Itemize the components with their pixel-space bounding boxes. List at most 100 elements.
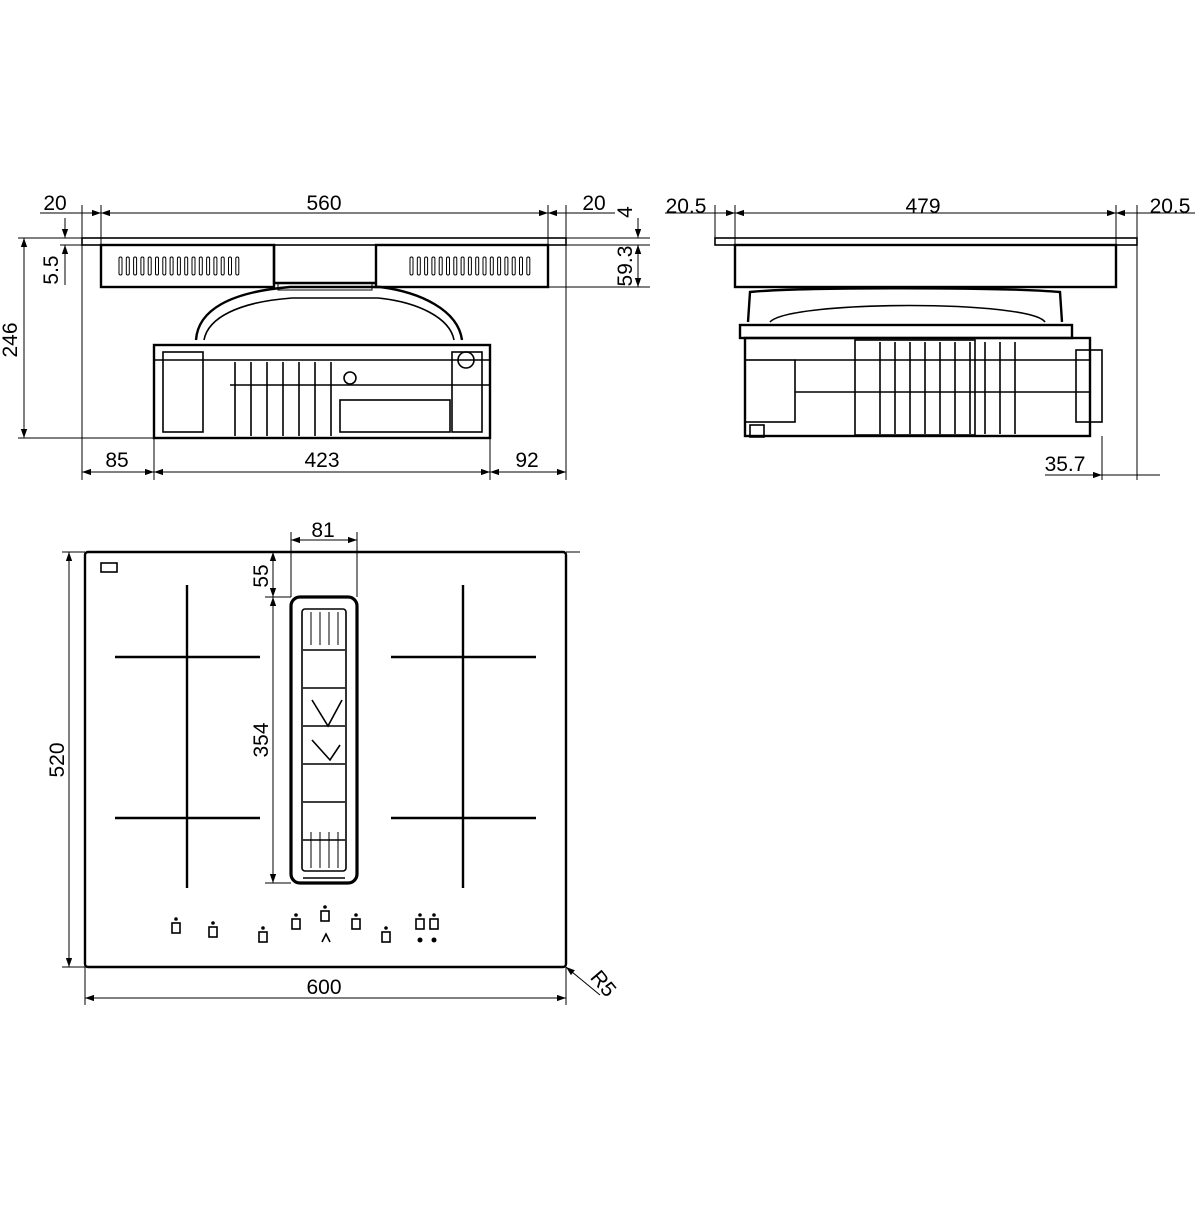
dim-front-bottom-left: 85 bbox=[105, 449, 128, 472]
vent-slot bbox=[497, 256, 502, 276]
vent-slot bbox=[184, 256, 189, 276]
vent-slot bbox=[416, 256, 421, 276]
vent-slot bbox=[482, 256, 487, 276]
dim-front-right-margin: 20 bbox=[582, 192, 605, 215]
dim-front-bottom-right: 92 bbox=[515, 449, 538, 472]
vent-slot bbox=[213, 256, 218, 276]
vent-slot bbox=[155, 256, 159, 276]
vent-slot bbox=[511, 256, 516, 276]
touch-dot bbox=[174, 917, 178, 921]
vent-slot bbox=[125, 256, 130, 276]
vent-slot bbox=[424, 256, 429, 276]
side-upper-housing bbox=[733, 243, 1118, 289]
vent-slot bbox=[140, 256, 145, 276]
touch-control bbox=[171, 922, 181, 934]
top-right-zones bbox=[391, 585, 536, 888]
vent-slot bbox=[176, 256, 181, 276]
top-control-panel bbox=[171, 905, 439, 943]
dim-side-right-margin: 20.5 bbox=[1150, 195, 1191, 218]
touch-control bbox=[291, 918, 301, 930]
side-view: 20.5 479 20.5 35.7 bbox=[665, 195, 1195, 480]
vent-slot bbox=[475, 256, 480, 276]
front-left-vents bbox=[118, 256, 240, 276]
touch-dot bbox=[211, 921, 215, 925]
vent-slot bbox=[460, 256, 465, 276]
dim-front-bottom-middle: 423 bbox=[304, 449, 339, 472]
touch-control bbox=[415, 918, 425, 930]
vent-slot bbox=[235, 256, 240, 276]
dim-top-vent-offset: 55 bbox=[250, 564, 273, 587]
dim-front-top-offset: 5.5 bbox=[40, 255, 63, 284]
vent-slot bbox=[467, 256, 472, 276]
vent-slot bbox=[169, 256, 174, 276]
vent-slot bbox=[489, 256, 494, 276]
side-motor-grille bbox=[879, 342, 1016, 434]
side-dimensions bbox=[665, 205, 1195, 480]
touch-dot bbox=[432, 913, 436, 917]
touch-control bbox=[258, 931, 268, 943]
dim-side-bottom-offset: 35.7 bbox=[1045, 453, 1086, 476]
vent-slot bbox=[118, 256, 123, 276]
dim-front-glass-thickness: 4 bbox=[614, 206, 637, 218]
vent-slot bbox=[191, 256, 196, 276]
vent-slot bbox=[147, 256, 152, 276]
dim-front-overall-height: 246 bbox=[0, 322, 22, 357]
vent-slot bbox=[206, 256, 211, 276]
vent-slot bbox=[133, 256, 138, 276]
front-right-housing bbox=[374, 243, 550, 289]
touch-dot bbox=[294, 913, 298, 917]
dim-top-corner-radius: R5 bbox=[586, 966, 621, 1001]
touch-control bbox=[208, 926, 218, 938]
top-vent-inner bbox=[301, 608, 347, 872]
vent-slot bbox=[519, 256, 523, 276]
top-hob-outline bbox=[83, 550, 568, 969]
dim-top-vent-width: 81 bbox=[311, 519, 334, 542]
touch-control bbox=[429, 918, 439, 930]
vent-slot bbox=[198, 256, 203, 276]
vent-slot bbox=[526, 256, 531, 276]
dim-front-upper-body: 59.3 bbox=[614, 246, 637, 287]
top-view: 81 55 354 520 600 R5 bbox=[46, 519, 620, 1005]
touch-dot bbox=[384, 926, 388, 930]
top-dimensions bbox=[62, 532, 601, 1005]
vent-slot bbox=[453, 256, 458, 276]
dim-front-total-width: 560 bbox=[306, 192, 341, 215]
front-fan-dome bbox=[194, 285, 464, 341]
side-motor-block bbox=[738, 323, 1074, 340]
touch-control bbox=[381, 931, 391, 943]
touch-control bbox=[321, 932, 331, 943]
touch-control bbox=[320, 910, 330, 922]
dim-top-vent-length: 354 bbox=[250, 722, 273, 757]
front-motor-grille bbox=[234, 362, 332, 436]
vent-slot bbox=[162, 256, 167, 276]
vent-slot bbox=[220, 256, 225, 276]
touch-dot bbox=[417, 937, 423, 943]
touch-dot bbox=[323, 905, 327, 909]
touch-dot bbox=[354, 913, 358, 917]
touch-dot bbox=[431, 937, 437, 943]
top-left-zones bbox=[115, 585, 260, 888]
side-fan-dome bbox=[746, 287, 1064, 323]
front-dimensions bbox=[18, 205, 650, 480]
vent-slot bbox=[228, 256, 232, 276]
front-right-vents bbox=[409, 256, 531, 276]
front-center-duct bbox=[272, 245, 376, 285]
vent-slot bbox=[446, 256, 450, 276]
top-vent-slats bbox=[303, 612, 345, 879]
top-vent-outer bbox=[289, 595, 359, 885]
touch-control bbox=[351, 918, 361, 930]
vent-slot bbox=[409, 256, 414, 276]
top-logo-mark bbox=[100, 562, 118, 573]
dim-side-left-margin: 20.5 bbox=[666, 195, 707, 218]
vent-slot bbox=[504, 256, 509, 276]
dim-top-overall-depth: 520 bbox=[46, 742, 69, 777]
touch-dot bbox=[418, 913, 422, 917]
dim-front-left-margin: 20 bbox=[43, 192, 66, 215]
front-view: 20 560 20 4 59.3 246 5.5 85 423 92 bbox=[0, 192, 650, 480]
dim-side-total-width: 479 bbox=[905, 195, 940, 218]
dim-top-overall-width: 600 bbox=[306, 976, 341, 999]
vent-slot bbox=[438, 256, 443, 276]
vent-slot bbox=[431, 256, 436, 276]
